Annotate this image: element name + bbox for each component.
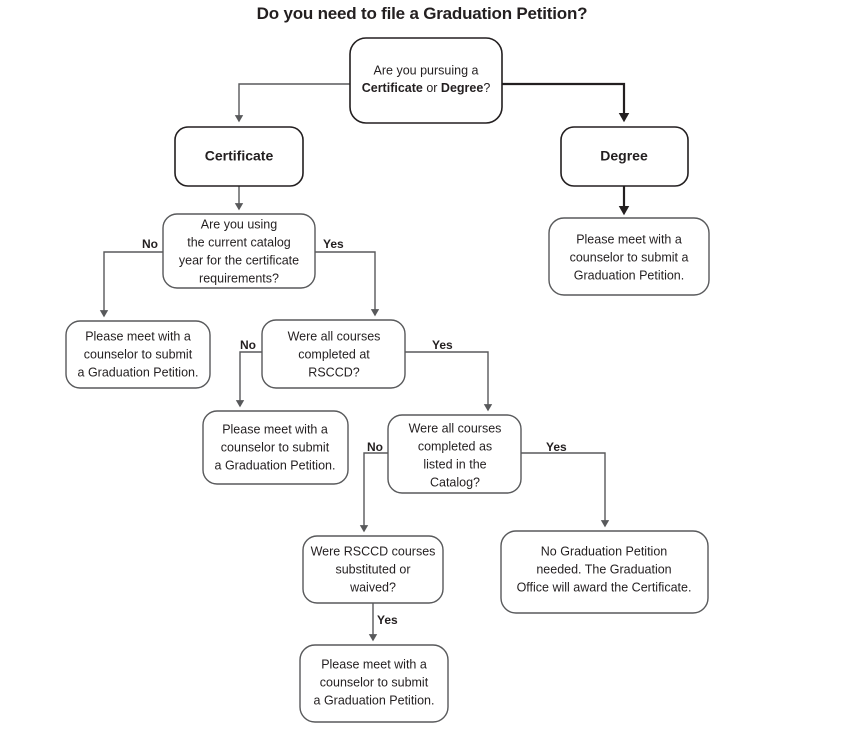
node-rsccd-no-result-box [202,410,349,485]
node-catalog-listed-question[interactable]: Were all courses completed as listed in … [387,414,522,494]
node-degree-result-line1: Please meet with a [576,232,682,246]
edge-label-catalog-year-yes: Yes [323,237,344,251]
node-catalog-year-no-result-box [65,320,211,389]
node-rsccd-line1: Were all courses [288,329,381,343]
node-no-petition-line3: Office will award the Certificate. [517,580,692,594]
node-substituted-yes-line1: Please meet with a [321,657,427,671]
node-start-question[interactable]: Are you pursuing a Certificate or Degree… [349,37,503,124]
node-rsccd-line2: completed at [298,347,370,361]
edge-label-catalog-year-no: No [142,237,158,251]
node-degree-result-box [548,217,710,296]
node-catalog-year-no-line1: Please meet with a [85,329,191,343]
edge-start-to-degree [502,82,630,123]
node-substituted-box [302,535,444,604]
edge-catalog-listed-yes [521,452,610,528]
node-catalog-year-no-line3: a Graduation Petition. [78,365,199,379]
node-rsccd-box [261,319,406,389]
node-no-petition-line2: needed. The Graduation [536,562,671,576]
edge-catalog-year-no [99,251,163,318]
edge-start-to-certificate [234,83,350,123]
edge-rsccd-yes [405,351,493,412]
node-catalog-year-line1: Are you using [201,217,277,231]
edge-catalog-listed-no [359,452,388,533]
edge-label-catalog-listed-yes: Yes [546,440,567,454]
node-catalog-year-line3: year for the certificate [179,253,299,267]
node-no-petition-line1: No Graduation Petition [541,544,668,558]
node-rsccd-no-line1: Please meet with a [222,422,328,436]
node-no-petition-result-box [500,530,709,614]
edge-label-rsccd-yes: Yes [432,338,453,352]
node-catalog-listed-box [387,414,522,494]
node-no-petition-result[interactable]: No Graduation Petition needed. The Gradu… [500,530,709,614]
node-start-question-line1: Are you pursuing a [374,63,479,77]
node-start-question-line2: Certificate or Degree? [362,81,491,95]
node-rsccd-no-result[interactable]: Please meet with a counselor to submit a… [202,410,349,485]
node-rsccd-line3: RSCCD? [308,365,359,379]
node-certificate-label: Certificate [205,148,274,164]
node-certificate[interactable]: Certificate [174,126,304,187]
node-start-line2-certificate: Certificate [362,81,423,95]
node-rsccd-no-line3: a Graduation Petition. [215,458,336,472]
node-certificate-box [174,126,304,187]
edge-label-rsccd-no: No [240,338,256,352]
node-substituted-yes-result[interactable]: Please meet with a counselor to submit a… [299,644,449,723]
node-catalog-listed-line4: Catalog? [430,475,480,489]
node-substituted-yes-result-box [299,644,449,723]
node-start-line2-degree: Degree [441,81,483,95]
edge-label-catalog-listed-no: No [367,440,383,454]
node-catalog-year-no-line2: counselor to submit [84,347,193,361]
node-rsccd-no-line2: counselor to submit [221,440,330,454]
node-degree-label: Degree [600,148,648,164]
node-substituted-line3: waived? [349,580,396,594]
node-catalog-year-line4: requirements? [199,271,279,285]
node-catalog-listed-line3: listed in the [423,457,486,471]
node-substituted-yes-line2: counselor to submit [320,675,429,689]
node-rsccd-question[interactable]: Were all courses completed at RSCCD? [261,319,406,389]
edge-rsccd-no [235,351,262,408]
node-substituted-line1: Were RSCCD courses [311,544,436,558]
node-degree-box [560,126,689,187]
node-substituted-line2: substituted or [335,562,410,576]
node-substituted-question[interactable]: Were RSCCD courses substituted or waived… [302,535,444,604]
page-title: Do you need to file a Graduation Petitio… [256,4,588,23]
node-catalog-year-line2: the current catalog [187,235,291,249]
node-degree-result-line3: Graduation Petition. [574,268,685,282]
node-start-line2-or: or [423,81,441,95]
node-catalog-year-question[interactable]: Are you using the current catalog year f… [162,213,316,289]
node-degree[interactable]: Degree [560,126,689,187]
node-start-question-box [349,37,503,124]
node-substituted-yes-line3: a Graduation Petition. [314,693,435,707]
node-start-line2-qmark: ? [483,81,490,95]
edge-catalog-year-yes [315,251,380,317]
node-degree-result[interactable]: Please meet with a counselor to submit a… [548,217,710,296]
edge-label-substituted-yes: Yes [377,613,398,627]
node-catalog-listed-line2: completed as [418,439,492,453]
node-catalog-listed-line1: Were all courses [409,421,502,435]
node-catalog-year-no-result[interactable]: Please meet with a counselor to submit a… [65,320,211,389]
node-catalog-year-box [162,213,316,289]
node-degree-result-line2: counselor to submit a [570,250,689,264]
